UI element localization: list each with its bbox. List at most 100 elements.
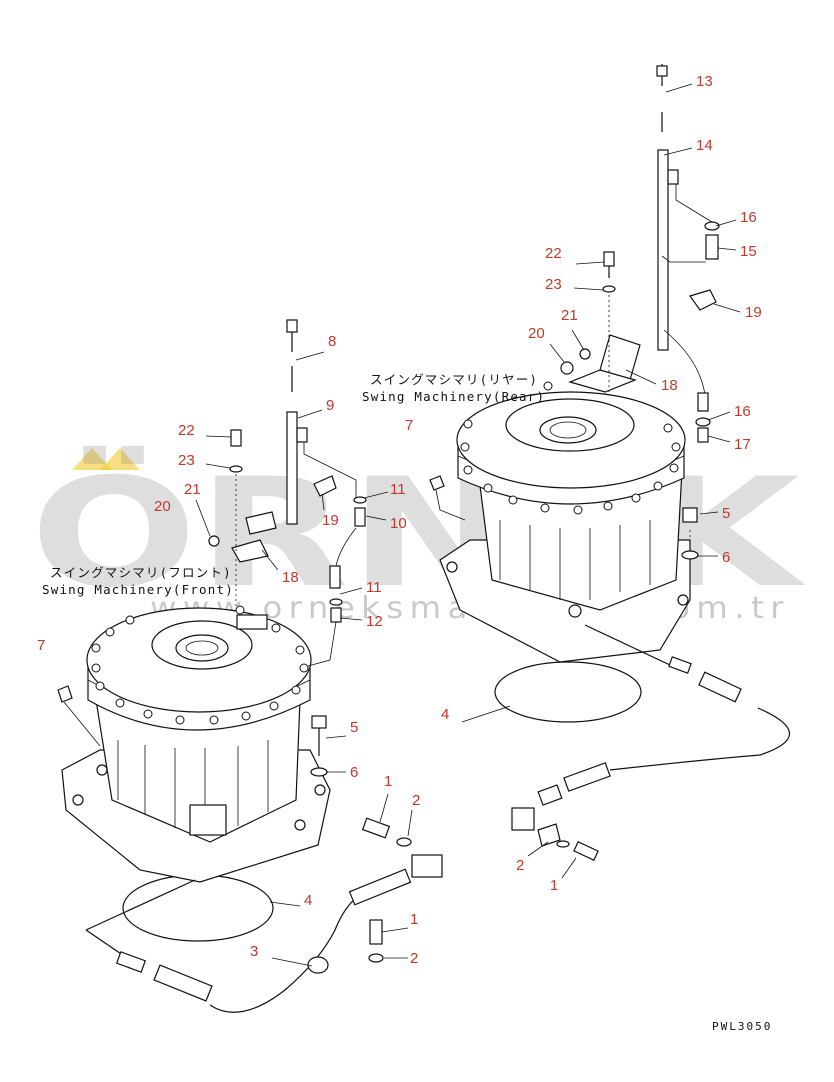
hose-fitting-front xyxy=(329,565,341,589)
washer-23-rear xyxy=(602,285,616,293)
bracket-18-front xyxy=(245,511,277,535)
callout-1b: 1 xyxy=(410,911,418,928)
callout-17: 17 xyxy=(734,436,751,453)
washer-2a xyxy=(396,837,412,847)
front-boss xyxy=(189,804,227,836)
callout-10: 10 xyxy=(390,515,407,532)
caption-front-jp: スイングマシマリ(フロント) xyxy=(50,565,232,580)
rear-flange-hole xyxy=(446,561,458,573)
caption-rear-en: Swing Machinery(Rear) xyxy=(362,389,545,404)
callout-16b: 16 xyxy=(734,403,751,420)
washer-16a xyxy=(704,221,720,231)
washer-2b xyxy=(368,953,384,963)
rear-housing-ribs xyxy=(499,520,651,600)
rear-bolt-circle xyxy=(460,381,681,515)
callout-8: 8 xyxy=(328,333,336,350)
plug-7-rear xyxy=(429,475,445,491)
cable-front xyxy=(209,894,361,1013)
front-bolt-circle xyxy=(91,605,309,725)
cable-sleeve-rear xyxy=(563,762,611,792)
o-ring-rear xyxy=(494,661,642,723)
caption-rear-jp: スイングマシマリ(リヤー) xyxy=(370,372,538,387)
elbow-10 xyxy=(354,507,366,527)
callout-6-front: 6 xyxy=(350,764,358,781)
callout-18-front: 18 xyxy=(282,569,299,586)
drawing-reference: PWL3050 xyxy=(712,1020,772,1033)
callout-9: 9 xyxy=(326,397,334,414)
callout-19-rear: 19 xyxy=(745,304,762,321)
callout-22-front: 22 xyxy=(178,422,195,439)
connector-rear xyxy=(698,671,742,703)
callout-2b: 2 xyxy=(410,950,418,967)
breather-19 xyxy=(689,289,717,311)
callout-11a: 11 xyxy=(390,481,406,498)
dipstick-cap-front xyxy=(286,319,298,333)
clamp-2-rear xyxy=(537,823,561,847)
bolt-1-rear xyxy=(573,841,599,861)
rear-swing-machinery xyxy=(439,381,691,723)
front-pinion-bore xyxy=(175,634,229,662)
callout-23-front: 23 xyxy=(178,452,195,469)
callout-7-rear: 7 xyxy=(405,417,413,434)
cable-rear xyxy=(609,707,790,771)
callout-7-front: 7 xyxy=(37,637,45,654)
bolt-1b xyxy=(369,919,383,945)
callout-15: 15 xyxy=(740,243,757,260)
callout-14: 14 xyxy=(696,137,713,154)
front-swing-machinery xyxy=(61,605,331,942)
callout-23-rear: 23 xyxy=(545,276,562,293)
washer-16b xyxy=(695,417,711,427)
bolt-5-front xyxy=(311,715,327,729)
leader-lines xyxy=(195,83,741,967)
callout-21-rear: 21 xyxy=(561,307,578,324)
callout-18-rear: 18 xyxy=(661,377,678,394)
callout-22-rear: 22 xyxy=(545,245,562,262)
callout-20-front: 20 xyxy=(154,498,171,515)
callout-3: 3 xyxy=(250,943,258,960)
rear-pinion-bore xyxy=(539,416,597,444)
bolt-22-front xyxy=(230,429,242,447)
washer-11b xyxy=(329,598,343,606)
callout-11b: 11 xyxy=(366,579,382,596)
dipstick-tube-9 xyxy=(286,411,298,525)
o-ring-front xyxy=(122,874,274,942)
callout-6-rear: 6 xyxy=(722,549,730,566)
washer-23-front xyxy=(229,465,243,473)
bolt-1a xyxy=(361,817,391,839)
callout-2-rear: 2 xyxy=(516,857,524,874)
tube-clip xyxy=(667,169,679,185)
callout-4-front: 4 xyxy=(304,892,312,909)
callout-4-rear: 4 xyxy=(441,706,449,723)
watermark-accent-right xyxy=(100,448,140,470)
clamp-3 xyxy=(307,956,329,974)
callout-1-rear: 1 xyxy=(550,877,558,894)
plug-12 xyxy=(330,607,342,623)
front-housing-ribs xyxy=(117,740,269,835)
washer-6-rear xyxy=(681,550,699,560)
callout-13: 13 xyxy=(696,73,713,90)
callout-19-front: 19 xyxy=(322,512,339,529)
sensor-block-rear xyxy=(511,807,535,831)
callout-5-front: 5 xyxy=(350,719,358,736)
washer-6-front xyxy=(310,767,328,777)
callout-2a: 2 xyxy=(412,792,420,809)
nut-21-rear xyxy=(579,348,591,360)
sensor-block-front xyxy=(411,854,443,878)
front-accessories xyxy=(57,319,443,1013)
nut-20-rear xyxy=(560,361,574,375)
hose-fitting xyxy=(697,392,709,412)
callout-1a: 1 xyxy=(384,773,392,790)
rear-flange-hole xyxy=(677,594,689,606)
sensor-fitting-front xyxy=(115,951,147,973)
sensor-fitting-rear xyxy=(668,656,692,674)
washer-11a xyxy=(353,496,367,504)
dipstick-cap xyxy=(656,65,668,77)
callout-16a: 16 xyxy=(740,209,757,226)
callout-12: 12 xyxy=(366,613,383,630)
watermark-accent-left xyxy=(72,448,112,470)
elbow-15 xyxy=(705,234,719,260)
rear-pinion-inner xyxy=(549,421,587,439)
bracket-plate-front xyxy=(236,614,268,630)
cable-sleeve-front xyxy=(348,868,412,906)
